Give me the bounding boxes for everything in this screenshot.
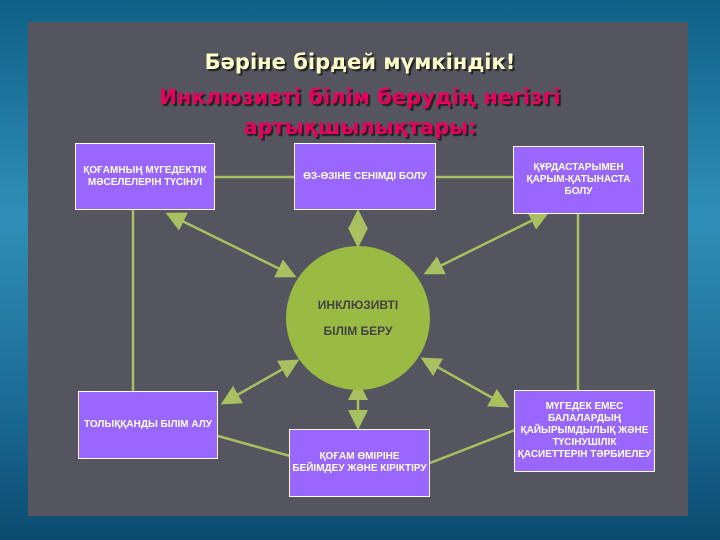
connector-bc-br [429,428,516,465]
box-social-integration: ҚОҒАМ ӨМІРІНЕ БЕЙІМДЕУ ЖӘНЕ КІРІКТІРУ [289,429,430,497]
arrow-top-left [165,212,297,278]
arrow-top-right [423,211,550,275]
box-peer-communication: ҚҰРДАСТАРЫМЕН ҚАРЫМ-ҚАТЫНАСТА БОЛУ [513,146,644,214]
subtitle-line-1: Инклюзивті білім берудің негізгі [159,85,561,109]
center-line-1: ИНКЛЮЗИВТІ [317,298,399,312]
center-circle: ИНКЛЮЗИВТІ БІЛІМ БЕРУ [286,246,430,390]
arrow-bottom-right [420,357,510,408]
box-full-education: ТОЛЫҚҚАНДЫ БІЛІМ АЛУ [78,391,218,459]
slide-title: Бәріне бірдей мүмкіндік! [204,50,516,74]
box-charity-qualities: МҮГЕДЕК ЕМЕС БАЛАЛАРДЫҢ ҚАЙЫРЫМДЫЛЫҚ ЖӘН… [514,390,655,472]
connector-bl-bc [217,434,291,458]
subtitle-line-2: артықшылықтары: [243,115,477,139]
box-society-understanding: ҚОҒАМНЫҢ МҮГЕДЕКТІК МӘСЕЛЕЛЕРІН ТҮСІНУІ [75,143,215,210]
box-self-confidence: ӨЗ-ӨЗІНЕ СЕНІМДІ БОЛУ [294,143,436,210]
center-line-2: БІЛІМ БЕРУ [323,324,393,338]
arrow-bottom-left [220,359,300,405]
slide-subtitle: Инклюзивті білім берудің негізгі артықшы… [0,82,720,142]
